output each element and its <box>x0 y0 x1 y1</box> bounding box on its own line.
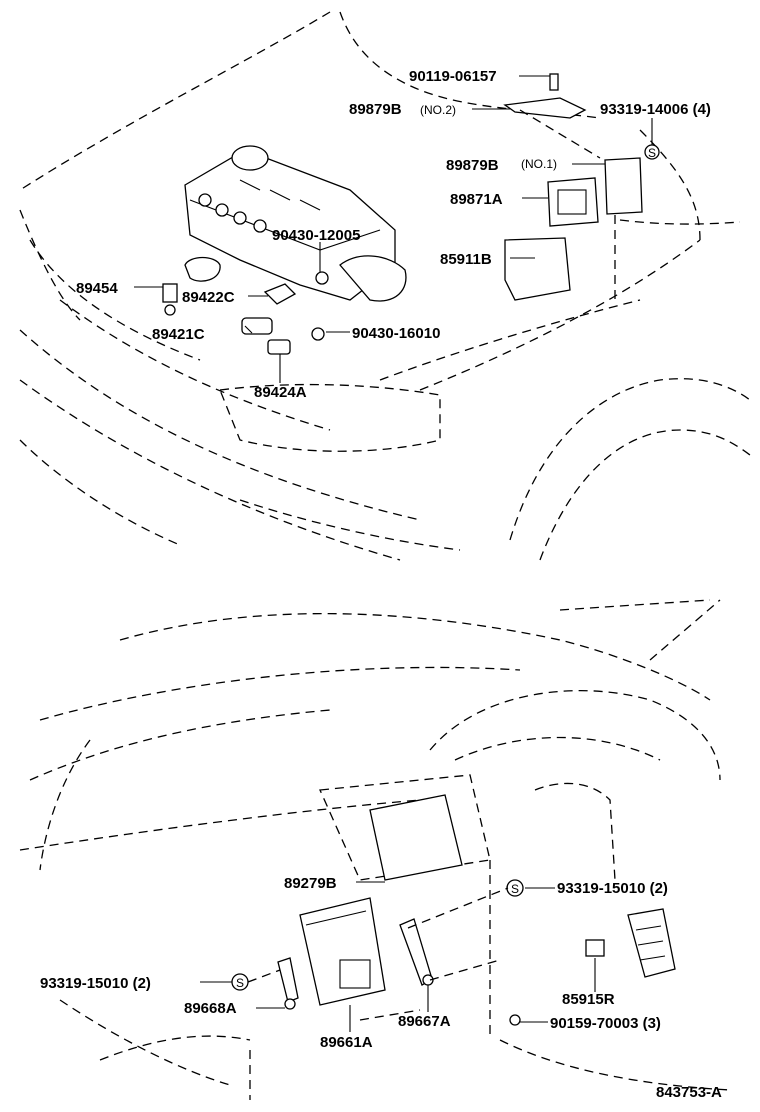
drawing-number: 843753-A <box>656 1084 722 1101</box>
sensor-icons <box>162 271 329 355</box>
label-89279B: 89279B <box>284 875 337 892</box>
label-89454: 89454 <box>76 280 118 297</box>
label-no2: (NO.2) <box>420 103 456 117</box>
label-89871A: 89871A <box>450 191 503 208</box>
label-93319-14006: 93319-14006 (4) <box>600 101 711 118</box>
label-90430-12005: 90430-12005 <box>272 227 360 244</box>
leader-lines-bottom <box>200 881 596 1032</box>
label-89424A: 89424A <box>254 384 307 401</box>
label-90119-06157: 90119-06157 <box>409 68 497 85</box>
label-no1: (NO.1) <box>521 157 557 171</box>
label-85911B: 85911B <box>440 251 492 268</box>
label-s-symbol-left: S <box>236 976 244 990</box>
ecu-cover-icon <box>503 73 660 301</box>
label-90430-16010: 90430-16010 <box>352 325 440 342</box>
bracket-icons <box>231 879 676 1026</box>
label-90159-70003: 90159-70003 (3) <box>550 1015 661 1032</box>
label-s-symbol-right: S <box>511 882 519 896</box>
label-89879B-no1: 89879B <box>446 157 499 174</box>
label-89421C: 89421C <box>152 326 205 343</box>
label-89422C: 89422C <box>182 289 235 306</box>
label-s-symbol-top: S <box>648 146 656 160</box>
ecu-module-icon <box>299 897 386 1006</box>
label-89879B-no2: 89879B <box>349 101 402 118</box>
leader-lines-top <box>134 75 653 383</box>
dashboard-outline <box>19 599 731 1100</box>
label-93319-15010-left: 93319-15010 (2) <box>40 975 151 992</box>
label-85915R: 85915R <box>562 991 615 1008</box>
label-89668A: 89668A <box>184 1000 237 1017</box>
display-panel-icon <box>369 794 463 881</box>
label-89667A: 89667A <box>398 1013 451 1030</box>
engine-block-icon <box>184 145 407 302</box>
label-93319-15010-right: 93319-15010 (2) <box>557 880 668 897</box>
label-89661A: 89661A <box>320 1034 373 1051</box>
